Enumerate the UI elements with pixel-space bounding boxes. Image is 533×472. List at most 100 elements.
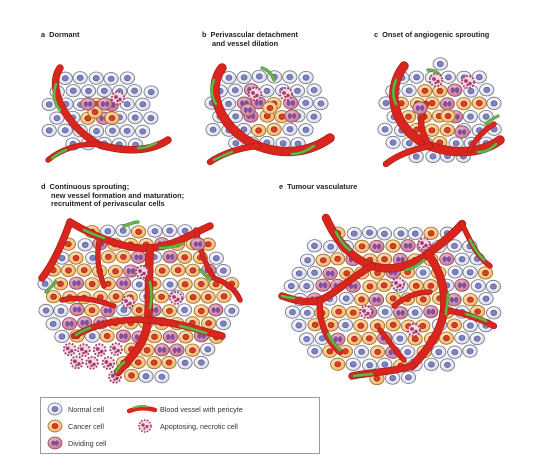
apoptotic-cell — [135, 265, 149, 279]
normal-cell — [259, 84, 275, 98]
normal-cell — [393, 226, 409, 241]
normal-cell — [485, 279, 501, 294]
dividing-cell — [116, 276, 132, 290]
dividing-cell — [400, 239, 416, 253]
normal-cell — [423, 357, 439, 372]
normal-cell — [135, 124, 151, 138]
dividing-cell — [68, 276, 85, 290]
normal-cell — [224, 304, 240, 318]
cancer-cell — [108, 289, 124, 304]
cancer-cell — [376, 278, 392, 292]
cancer-cell — [107, 264, 124, 278]
dividing-cell — [162, 330, 178, 344]
normal-cell — [119, 71, 135, 85]
apoptotic-cell — [109, 342, 123, 356]
apoptotic-cell — [92, 343, 107, 357]
cancer-cell — [456, 97, 472, 111]
dividing-cell — [69, 302, 85, 317]
legend-cancer-label: Cancer cell — [68, 422, 104, 431]
apoptotic-cell — [417, 237, 431, 251]
normal-cell — [205, 123, 221, 137]
normal-cell — [407, 305, 423, 320]
normal-cell — [77, 238, 93, 252]
normal-cell — [282, 70, 298, 84]
dividing-cell — [208, 303, 224, 317]
cancer-cell — [354, 239, 370, 253]
cancer-cell — [462, 293, 478, 307]
cancer-cell — [415, 292, 431, 306]
normal-cell — [470, 279, 486, 293]
cancer-cell — [185, 290, 201, 304]
dividing-cell — [130, 250, 147, 264]
normal-cell — [54, 329, 70, 344]
cancer-cell — [424, 123, 440, 137]
normal-cell — [447, 265, 463, 279]
normal-cell — [96, 84, 112, 98]
apoptotic-cell — [359, 305, 373, 319]
apoptotic-cell — [169, 291, 183, 305]
dividing-cell — [454, 278, 470, 292]
dividing-cell — [61, 317, 78, 331]
normal-cell — [177, 356, 193, 370]
normal-cell — [38, 303, 54, 318]
normal-cell — [469, 332, 485, 346]
dividing-cell — [169, 343, 185, 357]
normal-cell — [440, 70, 456, 84]
normal-cell — [57, 123, 73, 137]
normal-cell — [346, 226, 362, 241]
normal-cell — [215, 316, 231, 331]
normal-cell — [221, 71, 237, 85]
cancer-cell — [417, 84, 433, 98]
normal-cell — [407, 226, 423, 241]
cancer-cell — [45, 290, 62, 304]
cancer-cell — [331, 305, 347, 319]
normal-cell — [208, 251, 224, 265]
normal-cell — [284, 305, 301, 319]
apoptotic-cell — [77, 343, 91, 357]
normal-cell — [298, 123, 314, 137]
normal-cell — [400, 370, 417, 384]
dividing-cell — [154, 343, 170, 357]
normal-cell — [143, 111, 159, 125]
cancer-cell — [193, 277, 209, 291]
normal-cell — [448, 136, 464, 150]
normal-cell — [291, 266, 307, 280]
cancer-cell — [146, 330, 163, 344]
normal-cell — [425, 149, 441, 163]
cancer-cell — [424, 96, 440, 110]
dividing-cell — [439, 97, 455, 111]
normal-cell — [471, 70, 487, 84]
cancer-cell — [115, 250, 132, 264]
cancer-cell — [216, 289, 232, 303]
cancer-cell — [100, 250, 116, 264]
normal-cell — [306, 83, 322, 97]
dividing-cell — [123, 264, 139, 278]
normal-cell — [462, 319, 478, 333]
normal-cell — [162, 223, 178, 238]
normal-cell — [338, 291, 354, 306]
cancer-cell — [60, 263, 77, 278]
blood-vessel-icon — [127, 404, 157, 414]
normal-cell — [307, 344, 323, 358]
normal-cell — [439, 358, 455, 372]
legend-apoptotic-label: Apoptosing, necrotic cell — [160, 422, 238, 431]
normal-cell — [385, 371, 401, 385]
cancer-cell — [178, 330, 194, 344]
normal-cell — [220, 97, 237, 111]
legend-dividing-label: Dividing cell — [68, 439, 107, 448]
cancer-cell — [423, 226, 439, 240]
normal-cell — [298, 96, 314, 110]
legend: Normal cell Cancer cell Dividing cell Bl… — [40, 397, 320, 454]
normal-cell — [376, 227, 393, 241]
apoptotic-cell — [110, 90, 126, 106]
normal-cell — [131, 277, 147, 292]
normal-cell — [462, 344, 478, 358]
dividing-cell — [454, 125, 470, 139]
cancer-cell — [346, 332, 363, 346]
normal-cell — [154, 370, 170, 384]
normal-cell — [49, 111, 65, 125]
cancer-cell — [251, 123, 267, 138]
